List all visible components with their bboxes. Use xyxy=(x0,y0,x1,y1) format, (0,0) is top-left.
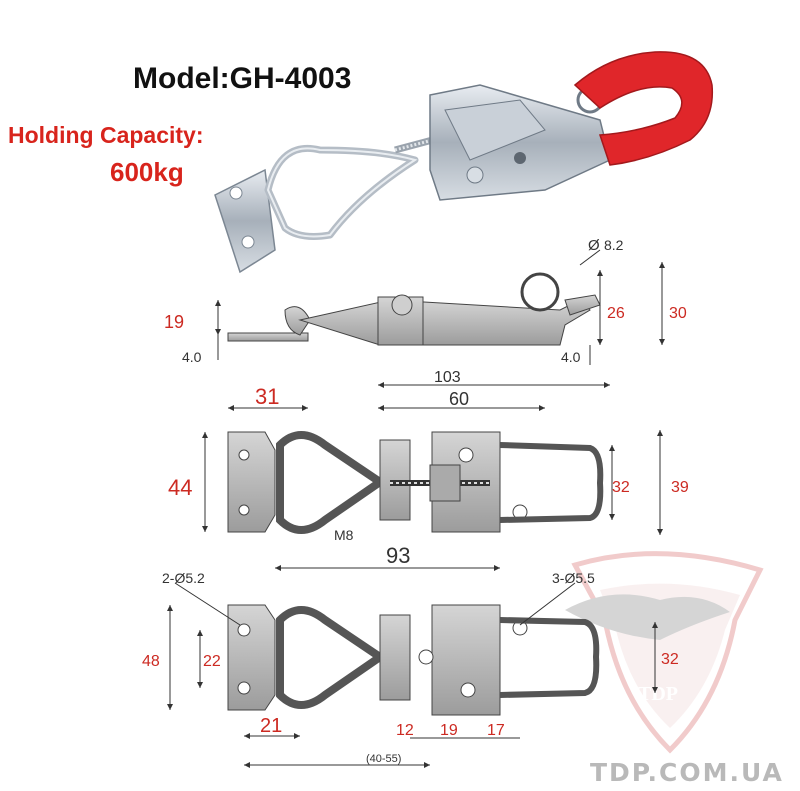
side-dim-phi-prefix: Ø xyxy=(588,237,600,254)
top-dim-32: 32 xyxy=(612,479,630,496)
side-dim-26: 26 xyxy=(607,305,625,322)
model-title: Model:GH-4003 xyxy=(133,62,352,95)
bottom-dim-2-phi-5-2: 2-Ø5.2 xyxy=(162,570,205,586)
bottom-dim-17: 17 xyxy=(487,722,505,739)
top-view: 31 103 60 44 32 39 M8 93 xyxy=(168,369,689,571)
bottom-dim-21: 21 xyxy=(260,715,282,737)
bottom-dim-40-55: (40-55) xyxy=(366,753,401,765)
holding-capacity-value: 600kg xyxy=(110,157,184,187)
top-dim-44: 44 xyxy=(168,475,192,500)
side-dim-4-left: 4.0 xyxy=(182,349,202,365)
bottom-dim-19: 19 xyxy=(440,722,458,739)
watermark-logo: TDP xyxy=(565,551,764,754)
top-dim-m8: M8 xyxy=(334,527,354,543)
watermark-site-text: TDP.COM.UA xyxy=(590,758,784,787)
top-dim-39: 39 xyxy=(671,479,689,496)
side-dim-8-2: 8.2 xyxy=(604,237,624,253)
holding-capacity-label: Holding Capacity: xyxy=(8,122,204,148)
bottom-dim-32: 32 xyxy=(661,651,679,668)
top-dim-60: 60 xyxy=(449,389,469,409)
side-dim-4-right: 4.0 xyxy=(561,349,581,365)
watermark-logo-text: TDP xyxy=(638,683,678,705)
side-dim-19: 19 xyxy=(164,312,184,332)
top-dim-31: 31 xyxy=(255,384,279,409)
bottom-dim-12: 12 xyxy=(396,722,414,739)
bottom-dim-22: 22 xyxy=(203,653,221,670)
side-view: 19 4.0 26 30 4.0 Ø 8.2 xyxy=(164,237,687,365)
side-dim-30: 30 xyxy=(669,305,687,322)
top-dim-103: 103 xyxy=(434,369,461,386)
bottom-view: 2-Ø5.2 3-Ø5.5 48 22 32 21 12 19 17 (40-5… xyxy=(142,570,679,768)
bottom-dim-3-phi-5-5: 3-Ø5.5 xyxy=(552,570,595,586)
product-photo xyxy=(214,51,714,274)
top-dim-93: 93 xyxy=(386,543,410,568)
bottom-dim-48: 48 xyxy=(142,653,160,670)
